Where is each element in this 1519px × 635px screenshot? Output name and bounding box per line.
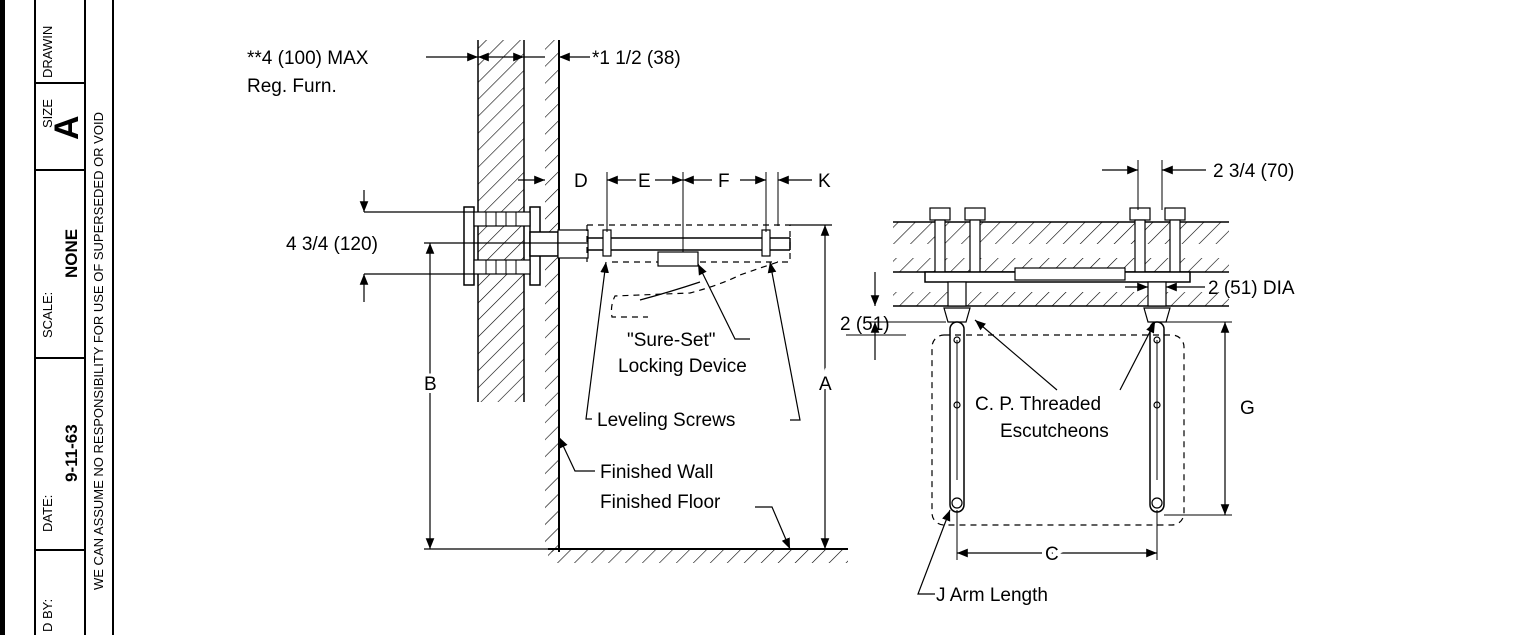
label-a: A — [819, 374, 832, 395]
dim-1-5-label: *1 1/2 (38) — [592, 48, 681, 69]
label-d: D — [574, 171, 588, 192]
scale-value: NONE — [62, 229, 81, 278]
finished-floor — [548, 549, 848, 563]
locking-device-label: Locking Device — [618, 356, 747, 377]
escutcheons-label-2: Escutcheons — [1000, 421, 1109, 442]
by-label: D BY: — [40, 599, 55, 632]
disclaimer-text: WE CAN ASSUME NO RESPONSIBILITY FOR USE … — [91, 112, 106, 590]
arm-length-label: J Arm Length — [936, 585, 1048, 606]
finished-wall — [545, 40, 559, 552]
label-k: K — [818, 171, 831, 192]
scale-label: SCALE: — [40, 292, 55, 338]
finished-wall-label: Finished Wall — [600, 462, 713, 483]
escutcheons-label-1: C. P. Threaded — [975, 394, 1101, 415]
label-g: G — [1240, 398, 1255, 419]
side-view — [359, 40, 848, 563]
label-c: C — [1045, 544, 1059, 565]
date-value: 9-11-63 — [62, 424, 81, 482]
reg-furn-label: Reg. Furn. — [247, 76, 337, 97]
drawing-label: DRAWIN — [40, 26, 55, 78]
max-reg-furn-label: **4 (100) MAX — [247, 48, 369, 69]
date-label: DATE: — [40, 495, 55, 532]
dim-2-label: 2 (51) — [840, 314, 890, 335]
dim-4-75-label: 4 3/4 (120) — [286, 234, 378, 255]
label-e: E — [638, 171, 651, 192]
sure-set-label: "Sure-Set" — [627, 330, 715, 351]
leveling-screws-label: Leveling Screws — [597, 410, 735, 431]
finished-floor-label: Finished Floor — [600, 492, 721, 513]
dim-2-75-label: 2 3/4 (70) — [1213, 161, 1294, 182]
label-b: B — [424, 374, 437, 395]
size-value: A — [48, 115, 86, 140]
size-label: SIZE — [40, 99, 55, 128]
title-block: DRAWIN SIZE A SCALE: NONE DATE: 9-11-63 … — [0, 0, 114, 635]
dim-2-dia-label: 2 (51) DIA — [1208, 278, 1295, 299]
label-f: F — [718, 171, 730, 192]
front-view — [866, 160, 1232, 595]
